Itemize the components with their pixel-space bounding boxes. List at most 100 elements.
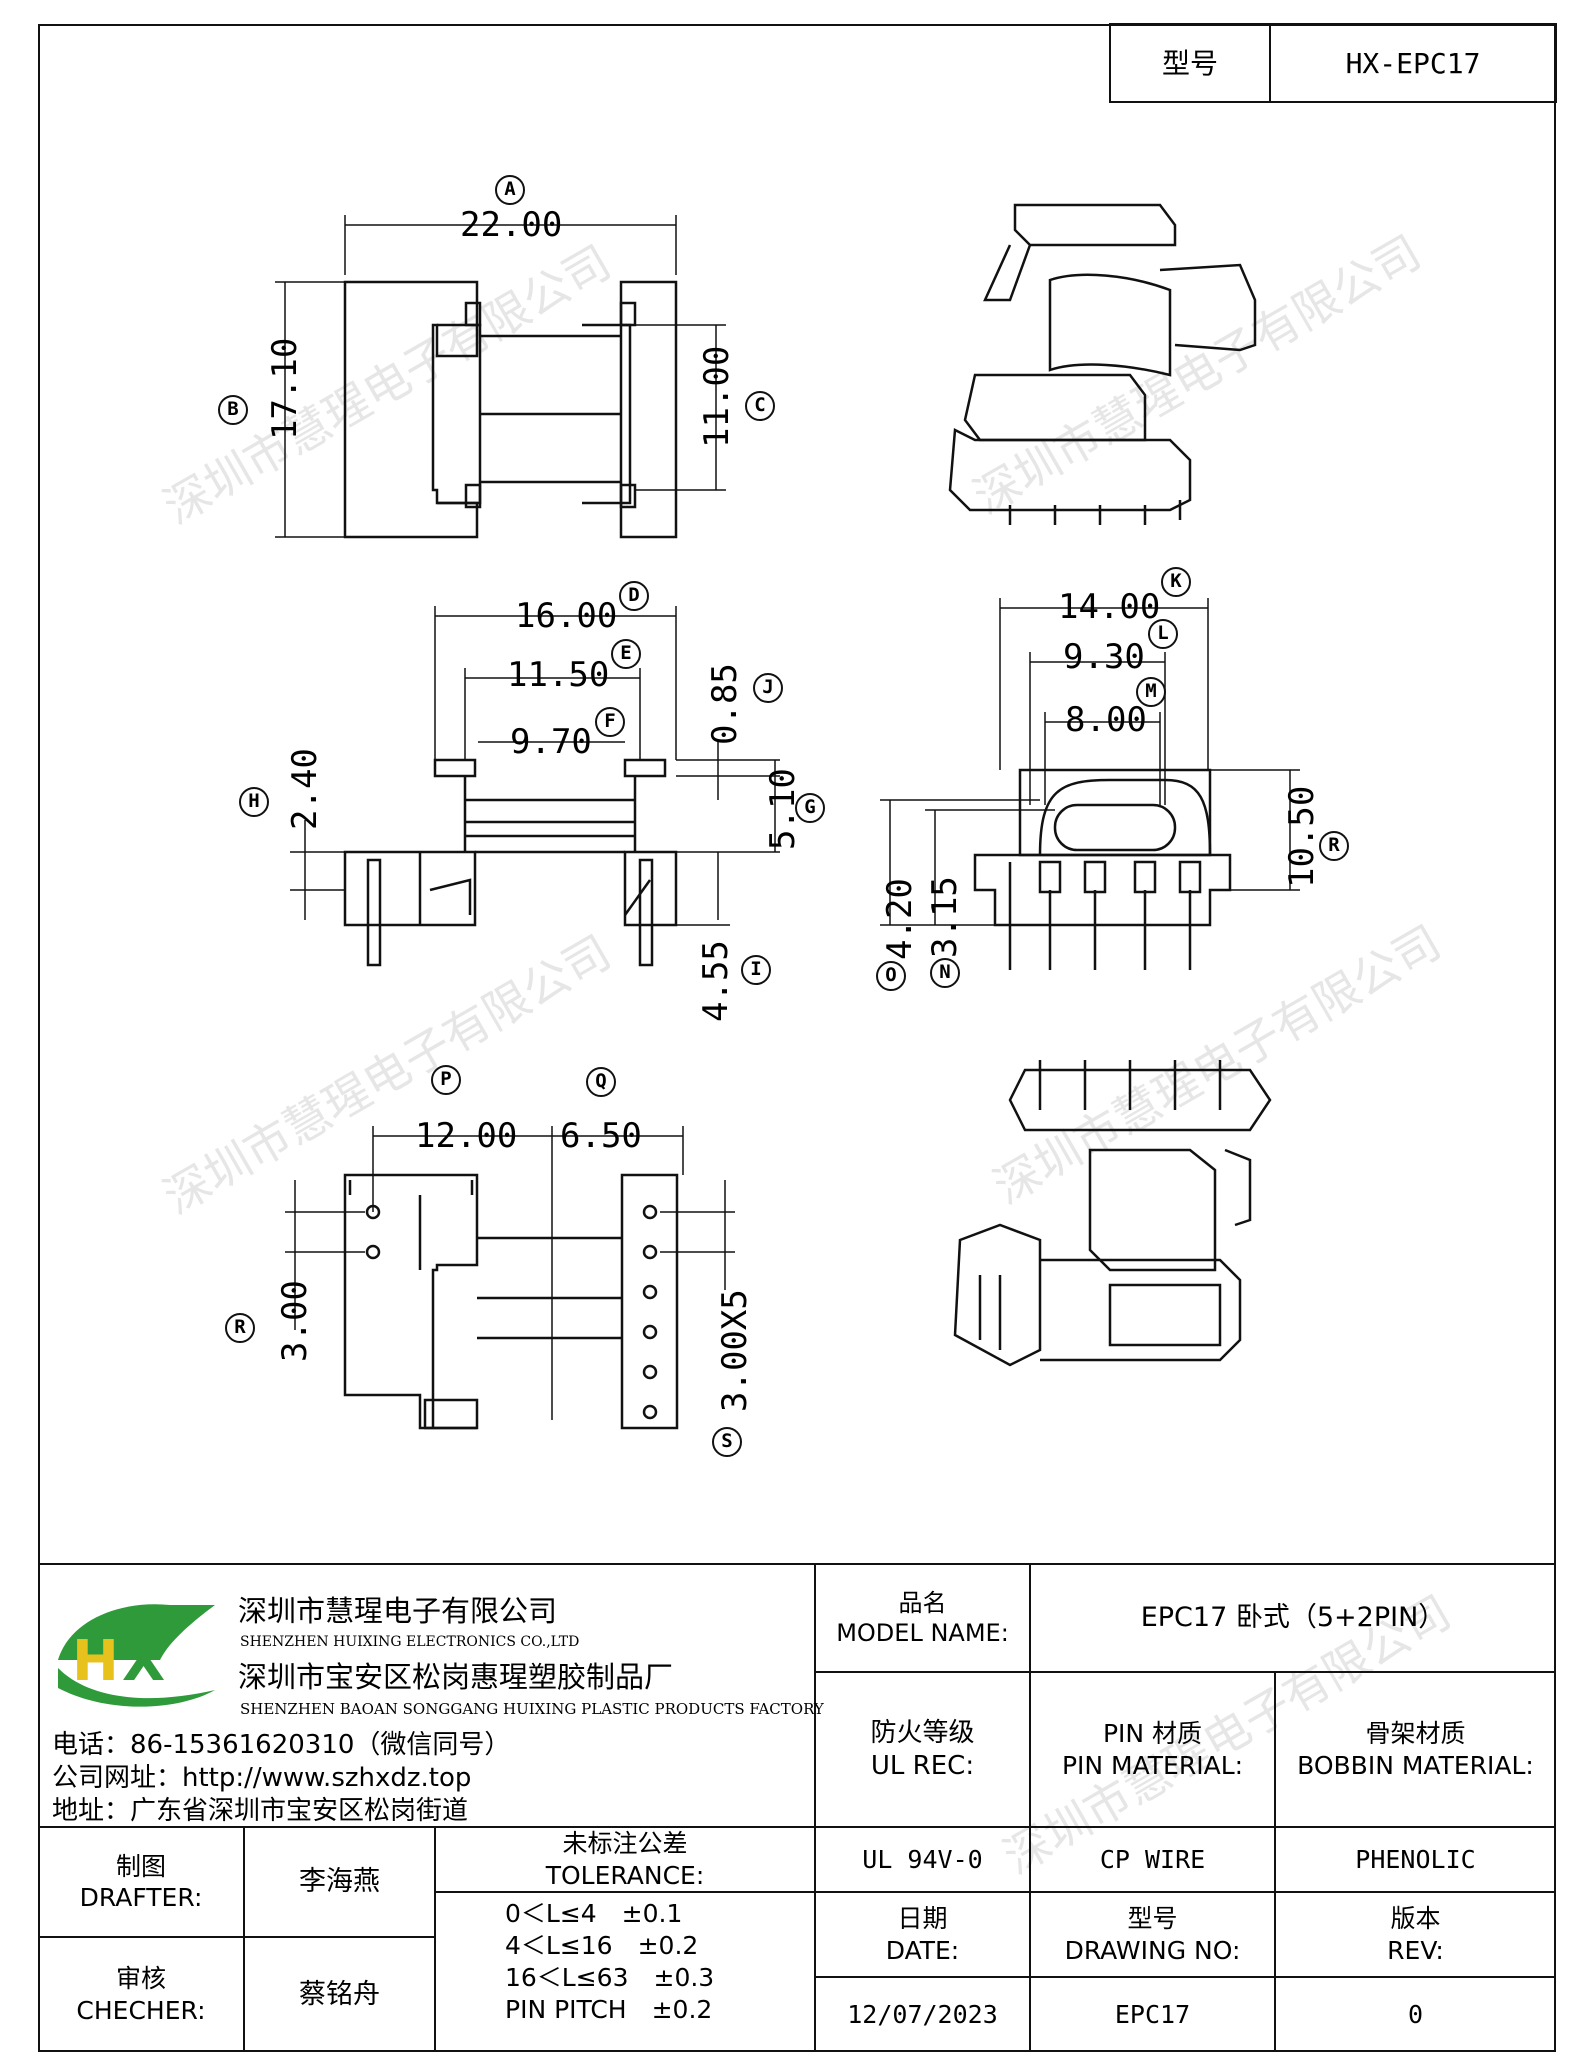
- dim-lines-view2: [290, 606, 780, 926]
- dim-I: 4.55: [696, 940, 736, 1022]
- company-website[interactable]: 公司网址：http://www.szhxdz.top: [52, 1763, 472, 1793]
- dim-J: 0.85: [705, 663, 745, 745]
- model-name-value: EPC17 卧式（5+2PIN）: [1140, 1602, 1446, 1634]
- dim-C: 11.00: [697, 345, 737, 448]
- drafter-label-cn: 制图: [115, 1851, 166, 1881]
- callout-S: S: [721, 1430, 733, 1453]
- factory-name-cn: 深圳市宝安区松岗惠瑆塑胶制品厂: [238, 1660, 674, 1694]
- dim-H: 2.40: [285, 748, 325, 830]
- header-box: [1109, 23, 1557, 103]
- front-view: [343, 758, 678, 967]
- tolerance-row: 0＜L≤4 ±0.1: [505, 1899, 683, 1928]
- callout-O: O: [885, 964, 897, 987]
- rev-label: 版本 REV:: [1275, 1892, 1556, 1977]
- dim-R2: 3.00: [275, 1280, 315, 1362]
- callout-F: F: [604, 710, 616, 733]
- company-phone: 电话：86-15361620310（微信同号）: [52, 1730, 511, 1760]
- rev-label-cn: 版本: [1390, 1904, 1441, 1934]
- callout-D: D: [628, 584, 640, 607]
- callout-E: E: [620, 642, 632, 665]
- bobbin-material-value: PHENOLIC: [1355, 1844, 1476, 1874]
- header-model-label: 型号: [1161, 46, 1218, 80]
- dim-L: 9.30: [1063, 637, 1145, 677]
- tolerance-list: 0＜L≤4 ±0.1 4＜L≤16 ±0.2 16＜L≤63 ±0.3 PIN …: [505, 1898, 805, 2026]
- drafter-label-en: DRAFTER:: [79, 1883, 203, 1912]
- model-name-label: 品名 MODEL NAME:: [815, 1564, 1030, 1672]
- checker-label-en: CHECHER:: [76, 1995, 206, 2025]
- drawing-no-value: EPC17: [1114, 1999, 1191, 2029]
- ul-rec-label-cn: 防火等级: [870, 1718, 975, 1748]
- date-label: 日期 DATE:: [815, 1892, 1030, 1977]
- callout-Q: Q: [595, 1070, 607, 1093]
- dim-M: 8.00: [1065, 700, 1147, 740]
- callout-H: H: [248, 790, 260, 813]
- pin-material-label: PIN 材质 PIN MATERIAL:: [1030, 1672, 1275, 1827]
- drafter-name: 李海燕: [299, 1866, 380, 1898]
- tolerance-label-cn: 未标注公差: [562, 1829, 688, 1859]
- ul-rec-value: UL 94V-0: [862, 1844, 983, 1874]
- callout-R2: R: [234, 1316, 246, 1339]
- callout-M: M: [1145, 680, 1157, 703]
- tolerance-row: PIN PITCH ±0.2: [505, 1995, 713, 2024]
- tolerance-row: 4＜L≤16 ±0.2: [505, 1931, 699, 1960]
- callout-R: R: [1328, 834, 1340, 857]
- callout-N: N: [939, 961, 951, 984]
- drafter-label: 制图 DRAFTER:: [38, 1827, 244, 1937]
- callout-G: G: [804, 796, 816, 819]
- company-address: 地址：广东省深圳市宝安区松岗街道: [52, 1796, 469, 1826]
- date-value: 12/07/2023: [847, 1999, 998, 2029]
- dim-E: 11.50: [507, 655, 610, 695]
- dim-R: 10.50: [1282, 785, 1322, 888]
- header-model-value: HX-EPC17: [1345, 46, 1481, 80]
- svg-text:H: H: [72, 1629, 119, 1694]
- ul-rec-label: 防火等级 UL REC:: [815, 1672, 1030, 1827]
- dim-Q: 6.50: [560, 1116, 642, 1156]
- company-name-en: SHENZHEN HUIXING ELECTRONICS CO.,LTD: [240, 1634, 580, 1650]
- drawing-no-label: 型号 DRAWING NO:: [1030, 1892, 1275, 1977]
- tolerance-label-en: TOLERANCE:: [545, 1860, 705, 1890]
- factory-name-en: SHENZHEN BAOAN SONGGANG HUIXING PLASTIC …: [240, 1700, 824, 1718]
- pin-material-label-cn: PIN 材质: [1102, 1719, 1203, 1749]
- date-label-cn: 日期: [897, 1904, 948, 1934]
- callout-K: K: [1170, 570, 1182, 593]
- company-logo: H X: [58, 1604, 215, 1707]
- svg-text:X: X: [122, 1629, 165, 1694]
- dim-S: 3.00X5: [715, 1289, 755, 1412]
- tolerance-label: 未标注公差 TOLERANCE:: [435, 1827, 815, 1892]
- callout-B: B: [227, 398, 239, 421]
- company-name-cn: 深圳市慧瑆电子有限公司: [238, 1594, 558, 1628]
- callout-I: I: [750, 958, 762, 981]
- callout-P: P: [440, 1068, 452, 1091]
- title-block-lines: [38, 1563, 1556, 2052]
- bobbin-material-label-cn: 骨架材质: [1365, 1719, 1466, 1749]
- dim-lines-view3: [880, 598, 1300, 926]
- drawing-no-label-en: DRAWING NO:: [1064, 1935, 1241, 1965]
- checker-label: 审核 CHECHER:: [38, 1937, 244, 2052]
- checker-name: 蔡铭舟: [299, 1978, 380, 2010]
- bottom-view: [343, 1173, 679, 1430]
- rev-label-en: REV:: [1387, 1935, 1444, 1965]
- bobbin-material-label: 骨架材质 BOBBIN MATERIAL:: [1275, 1672, 1556, 1827]
- rev-value: 0: [1407, 1999, 1424, 2029]
- pin-material-value: CP WIRE: [1099, 1844, 1206, 1874]
- dim-O: 4.20: [880, 878, 920, 960]
- dim-lines-view1: [275, 215, 726, 538]
- dim-P: 12.00: [415, 1116, 518, 1156]
- checker-label-cn: 审核: [115, 1964, 166, 1994]
- callout-J: J: [762, 676, 774, 699]
- model-name-label-cn: 品名: [898, 1589, 947, 1617]
- dim-B: 17.10: [265, 337, 305, 440]
- dim-lines-view4: [285, 1126, 735, 1420]
- dim-K: 14.00: [1058, 587, 1161, 627]
- top-view: [343, 280, 678, 539]
- callout-L: L: [1157, 622, 1169, 645]
- bobbin-material-label-en: BOBBIN MATERIAL:: [1297, 1750, 1534, 1780]
- ul-rec-label-en: UL REC:: [870, 1750, 975, 1781]
- date-label-en: DATE:: [885, 1935, 960, 1965]
- callout-A: A: [504, 178, 516, 201]
- tolerance-row: 16＜L≤63 ±0.3: [505, 1963, 715, 1992]
- callout-circles: [218, 175, 1349, 1457]
- callout-C: C: [754, 394, 766, 417]
- dim-N: 3.15: [925, 876, 965, 958]
